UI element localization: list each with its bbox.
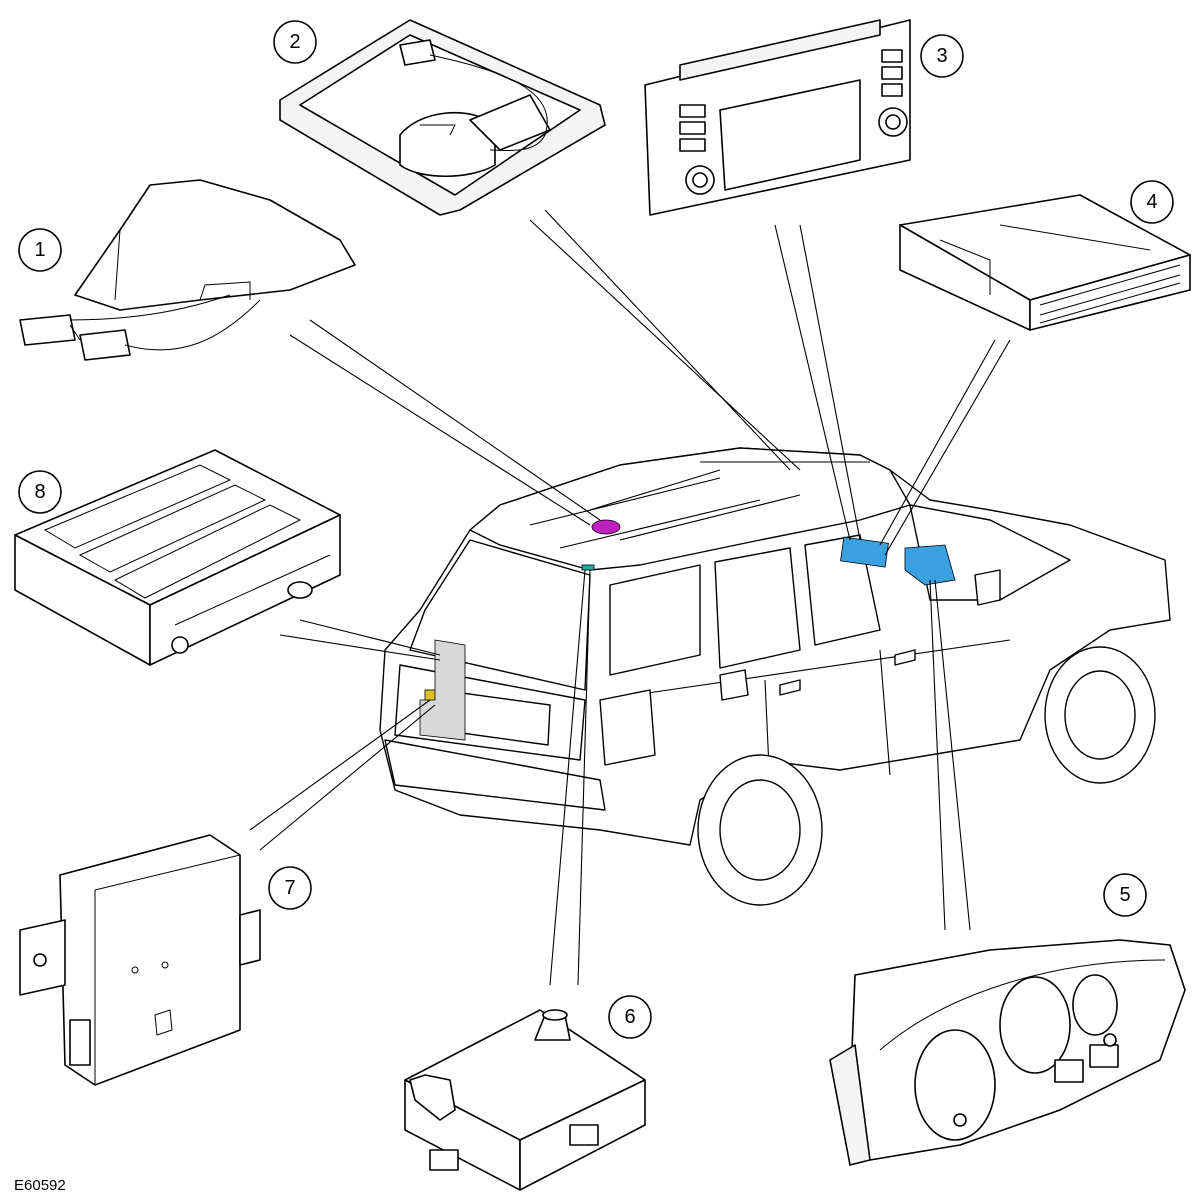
part-3-display-head-unit: [644, 19, 911, 216]
callout-2: 2: [273, 20, 317, 64]
part-6-receiver-module: [404, 1009, 646, 1191]
callout-8: 8: [18, 470, 62, 514]
svg-text:6: 6: [624, 1006, 635, 1028]
part-8-media-drive: [14, 449, 341, 666]
instrument-cluster-location-highlight: [904, 544, 956, 586]
svg-text:7: 7: [284, 877, 295, 899]
svg-text:1: 1: [34, 239, 45, 261]
part-5-instrument-cluster: [829, 939, 1186, 1166]
gps-location-highlight: [581, 564, 595, 571]
radio-location-highlight: [840, 536, 889, 568]
part-2-overhead-module: [279, 19, 606, 216]
svg-text:2: 2: [289, 31, 300, 53]
part-7-control-module: [19, 834, 261, 1086]
callout-1: 1: [18, 228, 62, 272]
callout-4: 4: [1130, 180, 1174, 224]
leader-lines: [249, 209, 1011, 986]
callout-7: 7: [268, 866, 312, 910]
svg-text:4: 4: [1146, 191, 1157, 213]
part-1-roof-antenna: [19, 179, 356, 361]
figure-reference-code: E60592: [14, 1177, 66, 1194]
callout-3: 3: [920, 34, 964, 78]
callout-5: 5: [1103, 873, 1147, 917]
callout-6: 6: [608, 995, 652, 1039]
antenna-location-highlight: [591, 519, 621, 535]
svg-text:5: 5: [1119, 884, 1130, 906]
svg-text:8: 8: [34, 481, 45, 503]
svg-text:3: 3: [936, 45, 947, 67]
rear-module-bracket: [419, 639, 466, 741]
part-4-amplifier-module: [899, 194, 1191, 331]
vehicle: [379, 447, 1171, 906]
